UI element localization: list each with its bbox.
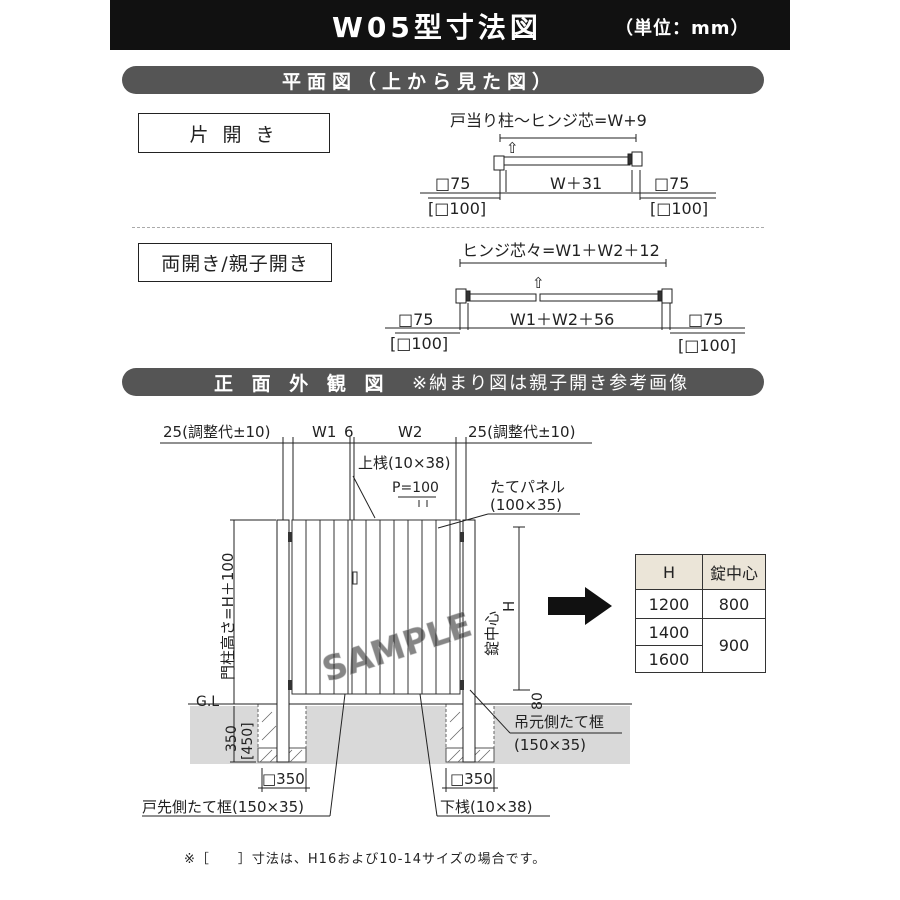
double-arrow-icon: ⇧: [532, 274, 545, 292]
h-label: H: [500, 601, 518, 612]
table-cell-h: 1200: [635, 589, 703, 619]
front-section-bar: 正 面 外 観 図 ※納まり図は親子開き参考画像: [122, 368, 764, 396]
single-post-left: □75: [435, 174, 470, 193]
single-post-right: □75: [654, 174, 689, 193]
table-cell-h: 1400: [635, 618, 703, 646]
foot-left-label: □350: [262, 770, 305, 788]
single-top-dim: 戸当り柱～ヒンジ芯=W+9: [450, 111, 647, 130]
foot-right-label: □350: [450, 770, 493, 788]
double-swing-plan: [385, 259, 745, 334]
double-post-right-alt: [□100]: [678, 336, 736, 355]
post-height-label: 門柱高さ=H＋100: [219, 553, 237, 680]
table-cell-lock: 800: [702, 589, 766, 619]
bottom-gap-label: 80: [530, 692, 546, 710]
unit-label: （単位：mm）: [615, 18, 750, 39]
plan-section-title: 平面図（上から見た図）: [282, 70, 558, 93]
single-swing-plan: [420, 134, 716, 200]
double-post-left: □75: [398, 310, 433, 329]
single-mid-dim: W＋31: [550, 174, 602, 193]
panel-size-label: (100×35): [490, 496, 562, 514]
table-header-h: H: [635, 554, 703, 590]
top-rail-label: 上桟(10×38): [358, 454, 450, 472]
table-cell-lock: 900: [702, 618, 766, 673]
lock-center-label: 錠中心: [483, 611, 501, 656]
hinge-frame-label: 吊元側たて框: [514, 713, 604, 731]
panel-label: たてパネル: [490, 478, 565, 496]
w1-dim: W1: [312, 423, 336, 441]
double-top-dim: ヒンジ芯々=W1＋W2＋12: [462, 241, 660, 260]
hinge-frame-size-label: (150×35): [514, 736, 586, 754]
gap-dim: 6: [344, 423, 354, 441]
double-post-right: □75: [688, 310, 723, 329]
ground-level-label: G.L: [196, 694, 219, 710]
w2-dim: W2: [398, 423, 422, 441]
adj-left-dim: 25(調整代±10): [163, 423, 270, 441]
footnote: ※［ ］寸法は、H16および10-14サイズの場合です。: [184, 852, 547, 867]
double-mid-dim: W1＋W2＋56: [510, 310, 614, 329]
single-post-right-alt: [□100]: [650, 199, 708, 218]
adj-right-dim: 25(調整代±10): [468, 423, 575, 441]
section-divider: [132, 227, 764, 228]
title-bar: W05型寸法図 （単位：mm）: [110, 0, 790, 50]
pitch-label: P=100: [392, 480, 439, 496]
depth-alt-label: [450]: [240, 722, 256, 760]
lock-height-table: H 錠中心 1200 800 1400 900 1600: [635, 554, 766, 673]
post-left: [276, 519, 290, 763]
bottom-rail-label: 下桟(10×38): [440, 798, 532, 816]
plan-section-bar: 平面図（上から見た図）: [122, 66, 764, 94]
gate-panels: [291, 519, 461, 695]
single-post-left-alt: [□100]: [428, 199, 486, 218]
post-right: [462, 519, 476, 763]
latch-frame-label: 戸先側たて框(150×35): [142, 798, 304, 816]
single-arrow-icon: ⇧: [506, 139, 519, 157]
page-title: W05型寸法図: [332, 11, 542, 44]
right-arrow-icon: [548, 587, 612, 625]
front-section-note: ※納まり図は親子開き参考画像: [412, 373, 690, 394]
double-post-left-alt: [□100]: [390, 334, 448, 353]
single-swing-label: 片 開 き: [138, 113, 330, 153]
table-header-lock: 錠中心: [702, 554, 766, 590]
depth-label: 350: [224, 725, 240, 752]
double-swing-label: 両開き/親子開き: [138, 243, 332, 282]
table-cell-h: 1600: [635, 645, 703, 673]
front-section-title: 正 面 外 観 図: [214, 372, 390, 395]
